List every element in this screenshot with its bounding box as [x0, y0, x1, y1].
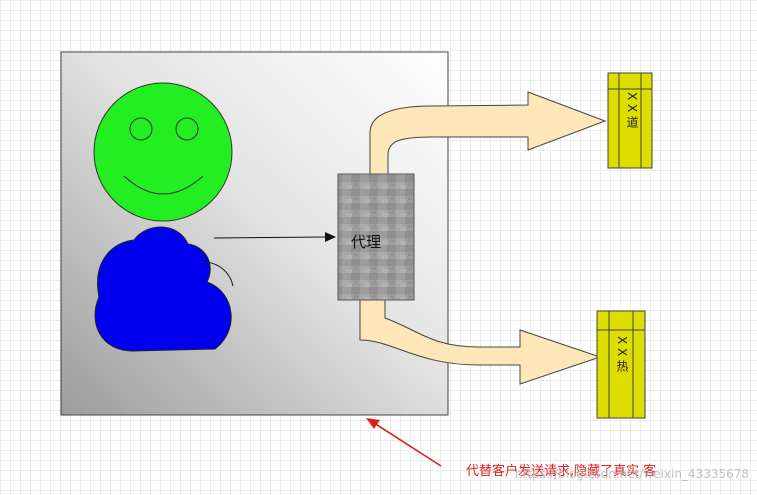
- annotation-text: 代替客户发送请求,隐藏了真实 客: [466, 463, 656, 479]
- right-eye: [175, 117, 199, 141]
- proxy-label: 代理: [351, 233, 381, 251]
- top-server-arrow: [369, 91, 607, 176]
- face-circle: [93, 82, 233, 222]
- smile: [123, 175, 204, 195]
- server-top-icon: X X 道: [607, 72, 653, 169]
- server-top-label: X X 道: [625, 92, 639, 128]
- annotation-arrow: [366, 418, 442, 467]
- watermark: https://blog.csdn.net/weixin_43335678: [515, 467, 749, 481]
- smiley-face-icon: [93, 82, 233, 222]
- client-body-icon: [94, 226, 234, 352]
- server-bottom-icon: X X 热: [596, 310, 646, 419]
- proxy-server: 代理: [337, 173, 415, 301]
- request-arrow: [213, 232, 336, 242]
- server-bottom-label: X X 热: [615, 336, 629, 373]
- left-eye: [129, 117, 153, 141]
